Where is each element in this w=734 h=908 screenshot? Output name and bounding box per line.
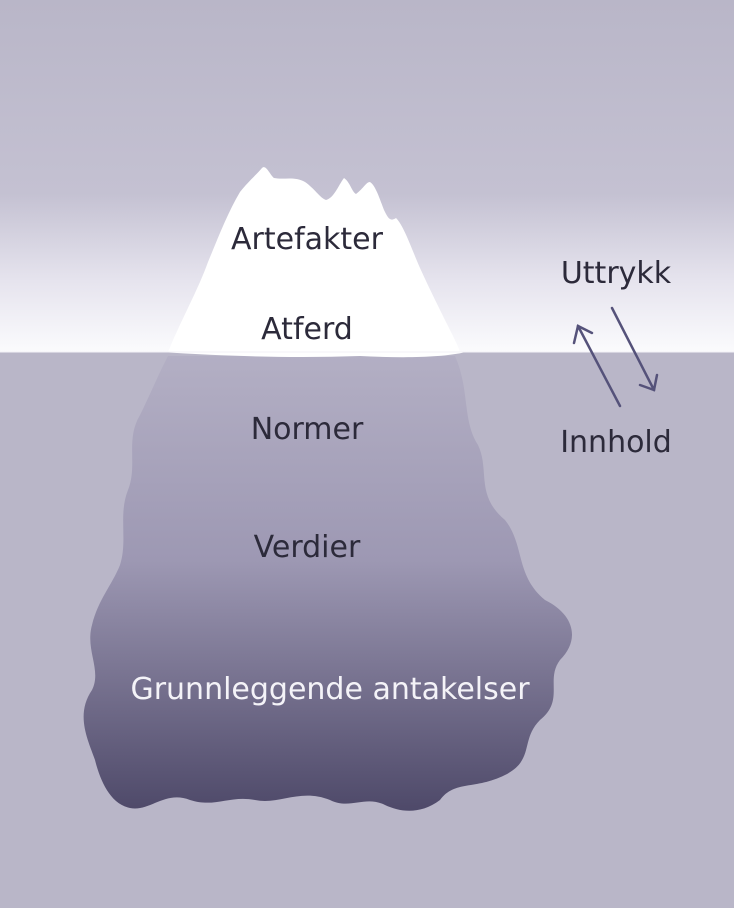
layer-label-normer: Normer bbox=[250, 412, 364, 447]
iceberg-waterline-edge bbox=[160, 352, 466, 358]
down-arrow-icon bbox=[610, 306, 659, 392]
iceberg-tip bbox=[168, 167, 460, 352]
layer-label-grunnleggende-antakelser: Grunnleggende antakelser bbox=[130, 672, 530, 707]
iceberg-submerged bbox=[83, 356, 572, 811]
side-label-uttrykk: Uttrykk bbox=[560, 256, 672, 291]
layer-label-artefakter: Artefakter bbox=[231, 222, 383, 257]
side-label-innhold: Innhold bbox=[560, 425, 672, 460]
layer-label-atferd: Atferd bbox=[261, 312, 353, 347]
layer-label-verdier: Verdier bbox=[253, 530, 361, 565]
up-arrow-icon bbox=[572, 324, 622, 408]
